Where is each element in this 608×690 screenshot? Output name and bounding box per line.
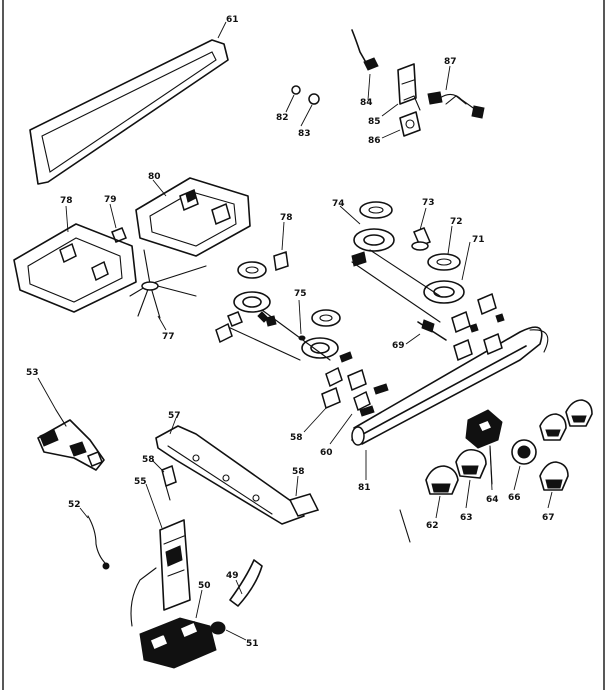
- part-85-ignition-switch: [397, 63, 421, 111]
- callout-50: 50: [198, 581, 211, 591]
- part-valve-left-cluster: [215, 311, 277, 344]
- callout-71: 71: [472, 235, 485, 245]
- part-49-gas-tube: [229, 559, 263, 607]
- callout-53: 53: [26, 368, 39, 378]
- callout-81: 81: [358, 483, 371, 493]
- callout-85: 85: [368, 117, 381, 127]
- callout-67: 67: [542, 513, 555, 523]
- callout-87-top: 87: [444, 57, 457, 67]
- callout-78-b: 78: [280, 213, 293, 223]
- burner-cap-left-front: [311, 309, 341, 327]
- callout-51: 51: [246, 639, 259, 649]
- callout-55: 55: [134, 477, 147, 487]
- callout-60: 60: [320, 448, 333, 458]
- part-78-valve-bracket-lower: [13, 223, 137, 313]
- part-55-regulator-bracket: [159, 519, 191, 611]
- burner-head-left-front: [301, 337, 339, 359]
- part-72-burner-cap-right-front: [427, 253, 461, 271]
- callout-58-c: 58: [292, 467, 305, 477]
- part-80-valve-bracket-upper: [135, 177, 251, 257]
- callout-73: 73: [422, 198, 435, 208]
- part-67-control-knob-right: [539, 461, 569, 491]
- part-77-wire-rack: [129, 249, 207, 319]
- part-81-gas-manifold: [351, 326, 549, 446]
- part-53-control-bracket: [37, 409, 105, 471]
- part-73-igniter: [411, 227, 431, 251]
- callout-57: 57: [168, 411, 181, 421]
- part-58-spring-clip: [161, 464, 177, 501]
- callout-78-a: 78: [60, 196, 73, 206]
- part-87-spark-module: [427, 91, 485, 119]
- control-knob-upper-2: [565, 399, 593, 427]
- part-57-manifold-panel: [155, 425, 305, 525]
- callout-66: 66: [508, 493, 521, 503]
- part-63-control-knob: [455, 448, 487, 479]
- callout-77: 77: [162, 332, 175, 342]
- part-52-wire-lead: [87, 515, 110, 570]
- manifold-valves: [451, 292, 505, 362]
- callout-62: 62: [426, 521, 439, 531]
- callout-80: 80: [148, 172, 161, 182]
- callout-83: 83: [298, 129, 311, 139]
- callout-49: 49: [226, 571, 239, 581]
- part-69-valve: [417, 319, 447, 341]
- callout-72: 72: [450, 217, 463, 227]
- part-82-knob-insert: [291, 85, 320, 105]
- burner-cap-left-rear: [237, 261, 267, 279]
- callout-82: 82: [276, 113, 289, 123]
- part-86-mounting-bracket: [399, 111, 421, 137]
- part-51-regulator-fitting: [210, 621, 226, 635]
- part-66-knob-bezel: [511, 439, 537, 465]
- part-79-clip: [111, 227, 127, 243]
- callout-79: 79: [104, 195, 117, 205]
- callout-58-a: 58: [142, 455, 155, 465]
- part-50-pressure-regulator: [130, 567, 217, 669]
- callout-74: 74: [332, 199, 345, 209]
- control-knob-upper-1: [539, 413, 567, 441]
- callout-64: 64: [486, 495, 499, 505]
- part-84-electrode-wire: [351, 29, 379, 71]
- callout-69: 69: [392, 341, 405, 351]
- stray-mark: [399, 509, 411, 543]
- callout-63: 63: [460, 513, 473, 523]
- burner-head-right-rear: [351, 228, 395, 267]
- part-78-orifice: [273, 251, 289, 271]
- part-74-burner-cap-right-rear: [359, 201, 393, 219]
- front-valves: [321, 351, 389, 417]
- part-62-control-knob: [425, 465, 459, 495]
- part-71-burner-head-right-front: [423, 280, 465, 304]
- callout-52: 52: [68, 500, 81, 510]
- part-61-backguard-frame: [29, 39, 229, 185]
- callout-84: 84: [360, 98, 373, 108]
- callout-61: 61: [226, 15, 239, 25]
- callout-86: 86: [368, 136, 381, 146]
- part-56-bracket-end: [288, 493, 320, 517]
- callout-75: 75: [294, 289, 307, 299]
- burner-head-left-rear: [233, 291, 271, 323]
- callout-58-b: 58: [290, 433, 303, 443]
